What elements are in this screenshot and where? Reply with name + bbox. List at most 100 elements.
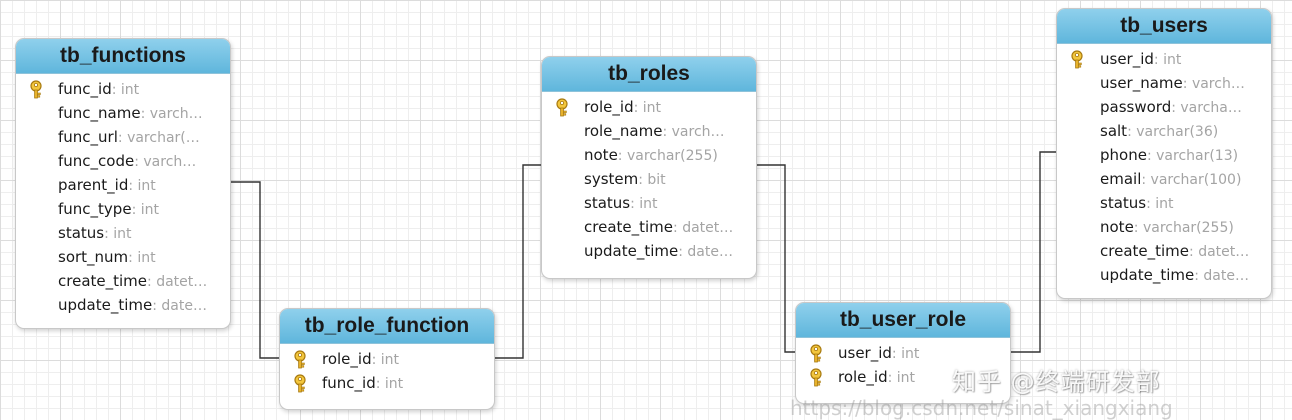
column-name: phone xyxy=(1100,146,1147,164)
column-row-func-name[interactable]: func_name: varch… xyxy=(16,101,230,125)
column-type: int xyxy=(639,196,658,212)
column-name: create_time xyxy=(58,272,148,290)
column-type: date… xyxy=(161,298,207,314)
column-name: user_id xyxy=(1100,50,1154,68)
type-separator: : xyxy=(1194,268,1204,284)
column-type: int xyxy=(384,376,404,392)
relationship-tb-user-role-to-tb-users xyxy=(1009,151,1056,353)
column-row-status[interactable]: status: int xyxy=(542,191,756,215)
table-title[interactable]: tb_role_function xyxy=(280,309,494,344)
column-name: role_id xyxy=(584,98,634,116)
key-icon xyxy=(28,80,44,99)
relationship-tb-roles-to-tb-user-role xyxy=(755,164,795,353)
column-type: varch… xyxy=(149,106,203,122)
column-row-note[interactable]: note: varchar(255) xyxy=(542,143,756,167)
type-separator: : xyxy=(638,172,648,188)
column-type: varch… xyxy=(143,154,197,170)
key-icon xyxy=(292,350,308,369)
type-separator: : xyxy=(1189,244,1199,260)
column-type: varch… xyxy=(671,124,725,140)
column-type: int xyxy=(140,202,159,218)
column-row-status[interactable]: status: int xyxy=(1057,191,1271,215)
key-icon xyxy=(1069,50,1085,69)
type-separator: : xyxy=(1182,76,1192,92)
type-separator: : xyxy=(1127,124,1137,140)
column-row-user-name[interactable]: user_name: varch… xyxy=(1057,71,1271,95)
relationship-tb-functions-to-tb-role-function xyxy=(229,181,279,359)
column-row-role-id[interactable]: role_id: int xyxy=(796,365,1010,389)
column-type: varcha… xyxy=(1180,100,1242,116)
column-row-func-id[interactable]: func_id: int xyxy=(280,371,494,395)
column-row-system[interactable]: system: bit xyxy=(542,167,756,191)
table-title[interactable]: tb_user_role xyxy=(796,303,1010,338)
column-type: int xyxy=(380,352,400,368)
type-separator: : xyxy=(662,124,672,140)
column-type: int xyxy=(642,100,662,116)
column-row-role-name[interactable]: role_name: varch… xyxy=(542,119,756,143)
column-row-status[interactable]: status: int xyxy=(16,221,230,245)
type-separator: : xyxy=(375,376,385,392)
column-name: update_time xyxy=(584,242,679,260)
column-row-role-id[interactable]: role_id: int xyxy=(542,95,756,119)
column-name: create_time xyxy=(584,218,674,236)
watermark-text: 知乎 @终端研发部 xyxy=(952,368,1161,396)
column-row-create-time[interactable]: create_time: datet… xyxy=(542,215,756,239)
column-row-update-time[interactable]: update_time: date… xyxy=(1057,263,1271,287)
column-row-create-time[interactable]: create_time: datet… xyxy=(1057,239,1271,263)
table-title[interactable]: tb_functions xyxy=(16,39,230,74)
column-row-func-type[interactable]: func_type: int xyxy=(16,197,230,221)
column-row-func-code[interactable]: func_code: varch… xyxy=(16,149,230,173)
column-name: parent_id xyxy=(58,176,129,194)
column-row-note[interactable]: note: varchar(255) xyxy=(1057,215,1271,239)
column-row-phone[interactable]: phone: varchar(13) xyxy=(1057,143,1271,167)
column-type: int xyxy=(137,250,156,266)
key-icon xyxy=(554,98,570,117)
column-row-parent-id[interactable]: parent_id: int xyxy=(16,173,230,197)
column-type: varchar(13) xyxy=(1156,148,1239,164)
column-name: user_name xyxy=(1100,74,1183,92)
column-row-user-id[interactable]: user_id: int xyxy=(1057,47,1271,71)
table-title[interactable]: tb_users xyxy=(1057,9,1271,44)
type-separator: : xyxy=(633,100,643,116)
column-type: varchar(255) xyxy=(1142,220,1234,236)
table-title[interactable]: tb_roles xyxy=(542,57,756,92)
column-name: func_url xyxy=(58,128,118,146)
column-row-user-id[interactable]: user_id: int xyxy=(796,341,1010,365)
column-row-create-time[interactable]: create_time: datet… xyxy=(16,269,230,293)
key-icon xyxy=(808,344,824,363)
column-name: func_name xyxy=(58,104,141,122)
column-row-update-time[interactable]: update_time: date… xyxy=(542,239,756,263)
column-row-update-time[interactable]: update_time: date… xyxy=(16,293,230,317)
column-type: varchar(100) xyxy=(1150,172,1242,188)
type-separator: : xyxy=(891,346,902,362)
column-row-password[interactable]: password: varcha… xyxy=(1057,95,1271,119)
column-row-func-id[interactable]: func_id: int xyxy=(16,77,230,101)
type-separator: : xyxy=(128,178,138,194)
column-row-email[interactable]: email: varchar(100) xyxy=(1057,167,1271,191)
type-separator: : xyxy=(147,274,157,290)
column-name: role_id xyxy=(838,368,888,386)
column-row-role-id[interactable]: role_id: int xyxy=(280,347,494,371)
column-row-func-url[interactable]: func_url: varchar(… xyxy=(16,125,230,149)
column-type: int xyxy=(120,82,140,98)
column-row-salt[interactable]: salt: varchar(36) xyxy=(1057,119,1271,143)
type-separator: : xyxy=(678,244,688,260)
column-name: note xyxy=(584,146,618,164)
type-separator: : xyxy=(111,82,121,98)
column-type: int xyxy=(901,346,920,362)
column-type: date… xyxy=(687,244,733,260)
type-separator: : xyxy=(128,250,138,266)
type-separator: : xyxy=(131,202,141,218)
column-type: varchar(… xyxy=(127,130,200,146)
column-type: int xyxy=(896,370,916,386)
column-name: update_time xyxy=(58,296,153,314)
column-name: password xyxy=(1100,98,1172,116)
type-separator: : xyxy=(617,148,627,164)
column-name: system xyxy=(584,170,639,188)
column-row-sort-num[interactable]: sort_num: int xyxy=(16,245,230,269)
